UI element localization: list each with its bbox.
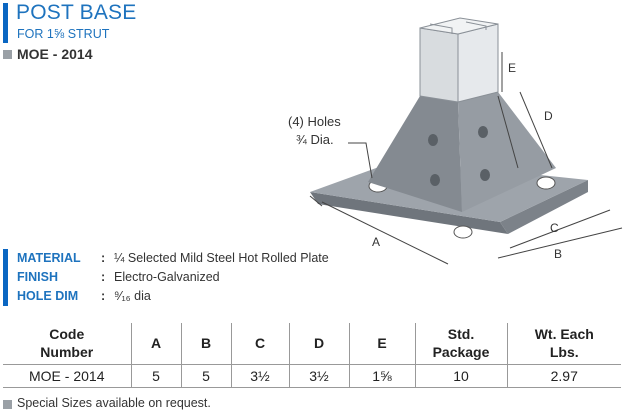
strut-slot [465,21,487,30]
holes-leader [348,142,373,179]
column-header: B [181,323,232,365]
gusset-hole [428,134,438,146]
column-header: A [131,323,182,365]
holes-size-label: ¾ Dia. [296,132,334,147]
table-cell: 3½ [289,364,350,388]
strut-front [419,27,459,103]
column-header: Std.Package [415,323,508,365]
spec-colon: : [101,270,106,284]
dim-a-label: A [372,235,380,249]
post-base-illustration: (4) Holes ¾ Dia. A B C D E [288,17,623,265]
spec-label: MATERIAL [17,251,81,265]
table-cell: 1⅝ [349,364,416,388]
dim-b-label: B [554,247,562,261]
title-accent-bar [3,3,8,43]
dim-c-label: C [550,221,559,235]
column-header: D [289,323,350,365]
spec-value: Electro-Galvanized [114,270,220,284]
strut-side [457,23,499,103]
model-marker [3,50,12,59]
spec-value: ¼ Selected Mild Steel Hot Rolled Plate [114,251,329,265]
table-cell: 10 [415,364,508,388]
base-plate-side [500,180,588,234]
spec-label: HOLE DIM [17,289,79,303]
column-header: E [349,323,416,365]
holes-label: (4) Holes [288,114,341,129]
strut-top [419,17,499,35]
spec-colon: : [101,251,106,265]
table-cell: 2.97 [507,364,621,388]
strut-slot [429,23,453,34]
spec-label: FINISH [17,270,58,284]
spec-value: ⁹⁄₁₆ dia [114,289,151,303]
table-cell: 5 [181,364,232,388]
column-header: C [231,323,290,365]
spec-colon: : [101,289,106,303]
dimension-lines [309,52,623,265]
footnote: Special Sizes available on request. [17,396,211,410]
table-cell: 5 [131,364,182,388]
gusset-right [458,92,556,212]
table-cell: MOE - 2014 [3,364,132,388]
table-cell: 3½ [231,364,290,388]
plate-hole [536,176,556,190]
note-marker [3,400,12,409]
gusset-hole [430,174,440,186]
plate-hole [453,225,473,239]
model-number: MOE - 2014 [17,46,93,62]
page-subtitle: FOR 1⅝ STRUT [17,27,110,41]
gusset-hole [480,169,490,181]
base-plate-edge [310,192,508,234]
specs-accent-bar [3,249,8,306]
table-row: MOE - 2014 5 5 3½ 3½ 1⅝ 10 2.97 [3,364,621,388]
gusset-hole [478,126,488,138]
dim-d-label: D [544,109,553,123]
dim-e-label: E [508,61,516,75]
page-title: POST BASE [16,1,137,24]
